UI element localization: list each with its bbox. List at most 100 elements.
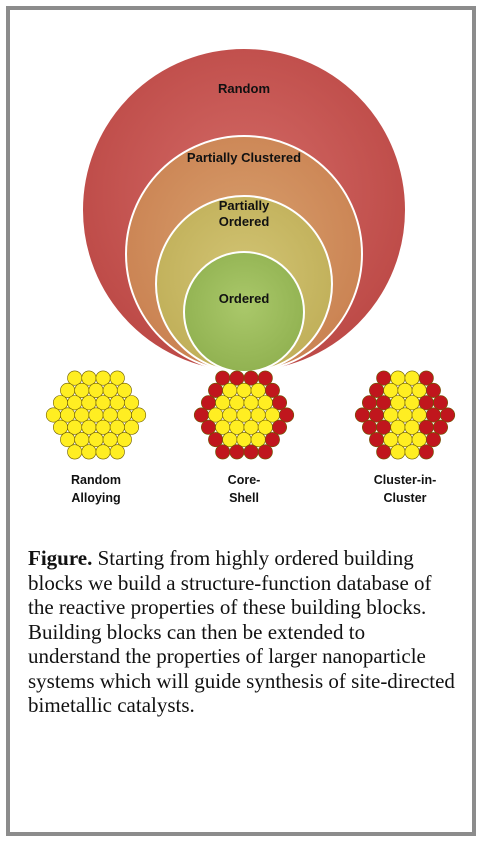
- atom-yellow: [243, 395, 259, 411]
- ring-label-partially-clustered: Partially Clustered: [187, 150, 301, 165]
- np-label-random-alloying-line1: Random: [71, 473, 121, 487]
- atom-yellow: [383, 432, 399, 448]
- ring-label-ordered: Ordered: [219, 291, 270, 306]
- atom-red: [271, 395, 287, 411]
- atom-red: [369, 407, 385, 423]
- atom-yellow: [404, 419, 420, 435]
- atom-yellow: [383, 407, 399, 423]
- atom-yellow: [215, 419, 231, 435]
- atom-yellow: [264, 407, 280, 423]
- atom-red: [361, 419, 377, 435]
- atom-yellow: [102, 432, 118, 448]
- caption-label: Figure.: [28, 546, 93, 570]
- atom-yellow: [243, 419, 259, 435]
- atom-yellow: [67, 419, 83, 435]
- atom-red: [201, 419, 217, 435]
- diagram: Random Partially Clustered Partially Ord…: [45, 47, 456, 505]
- atom-yellow: [124, 395, 140, 411]
- atom-red: [264, 432, 280, 448]
- atom-red: [376, 395, 392, 411]
- ring-label-partially-ordered-line1: Partially: [219, 198, 270, 213]
- atom-red: [215, 444, 231, 460]
- atom-yellow: [229, 419, 245, 435]
- atom-red: [418, 370, 434, 386]
- atom-yellow: [397, 432, 413, 448]
- atom-yellow: [102, 407, 118, 423]
- atom-yellow: [208, 407, 224, 423]
- caption-text: Starting from highly ordered building bl…: [28, 546, 455, 717]
- atom-yellow: [95, 444, 111, 460]
- atom-red: [369, 432, 385, 448]
- nanoparticle-cluster-in-cluster: [354, 370, 456, 460]
- atom-red: [271, 419, 287, 435]
- atom-yellow: [257, 395, 273, 411]
- atom-yellow: [222, 407, 238, 423]
- atom-red: [432, 395, 448, 411]
- atom-yellow: [116, 432, 132, 448]
- atom-yellow: [109, 419, 125, 435]
- np-label-core-shell-line2: Shell: [229, 491, 259, 505]
- atom-yellow: [95, 395, 111, 411]
- atom-red: [279, 407, 295, 423]
- ring-ordered: [183, 251, 305, 373]
- atom-yellow: [390, 419, 406, 435]
- atom-red: [361, 395, 377, 411]
- atom-yellow: [102, 382, 118, 398]
- atom-red: [369, 382, 385, 398]
- np-label-random-alloying-line2: Alloying: [71, 491, 120, 505]
- atom-yellow: [88, 407, 104, 423]
- atom-yellow: [411, 382, 427, 398]
- atom-yellow: [411, 432, 427, 448]
- atom-yellow: [109, 395, 125, 411]
- atom-yellow: [74, 382, 90, 398]
- atom-red: [376, 370, 392, 386]
- atom-yellow: [88, 432, 104, 448]
- np-label-core-shell-line1: Core-: [228, 473, 261, 487]
- figure-caption: Figure. Starting from highly ordered bui…: [28, 546, 460, 718]
- atom-yellow: [45, 407, 61, 423]
- atom-red: [425, 382, 441, 398]
- atom-yellow: [60, 432, 76, 448]
- atom-yellow: [116, 407, 132, 423]
- atom-yellow: [397, 407, 413, 423]
- atom-red: [201, 395, 217, 411]
- atom-yellow: [52, 419, 68, 435]
- atom-red: [376, 444, 392, 460]
- atom-yellow: [109, 370, 125, 386]
- atom-yellow: [236, 407, 252, 423]
- atom-yellow: [236, 382, 252, 398]
- atom-red: [425, 432, 441, 448]
- nanoparticle-random-alloying: [45, 370, 147, 460]
- np-label-cluster-in-cluster-line1: Cluster-in-: [374, 473, 437, 487]
- atom-yellow: [81, 395, 97, 411]
- atom-yellow: [397, 382, 413, 398]
- atom-yellow: [250, 432, 266, 448]
- atom-red: [425, 407, 441, 423]
- atom-red: [418, 395, 434, 411]
- atom-yellow: [215, 395, 231, 411]
- atom-red: [257, 444, 273, 460]
- atom-yellow: [250, 382, 266, 398]
- atom-red: [440, 407, 456, 423]
- atom-yellow: [81, 370, 97, 386]
- atom-yellow: [109, 444, 125, 460]
- atom-red: [432, 419, 448, 435]
- atom-yellow: [222, 382, 238, 398]
- atom-yellow: [250, 407, 266, 423]
- atom-yellow: [95, 419, 111, 435]
- atom-yellow: [404, 395, 420, 411]
- atom-red: [243, 444, 259, 460]
- atom-yellow: [236, 432, 252, 448]
- atom-red: [376, 419, 392, 435]
- atom-yellow: [81, 444, 97, 460]
- atom-red: [208, 382, 224, 398]
- np-label-cluster-in-cluster-line2: Cluster: [383, 491, 426, 505]
- atom-yellow: [67, 395, 83, 411]
- atom-yellow: [74, 432, 90, 448]
- atom-yellow: [60, 382, 76, 398]
- atom-yellow: [131, 407, 147, 423]
- atom-yellow: [52, 395, 68, 411]
- atom-red: [257, 370, 273, 386]
- atom-red: [229, 444, 245, 460]
- atom-yellow: [95, 370, 111, 386]
